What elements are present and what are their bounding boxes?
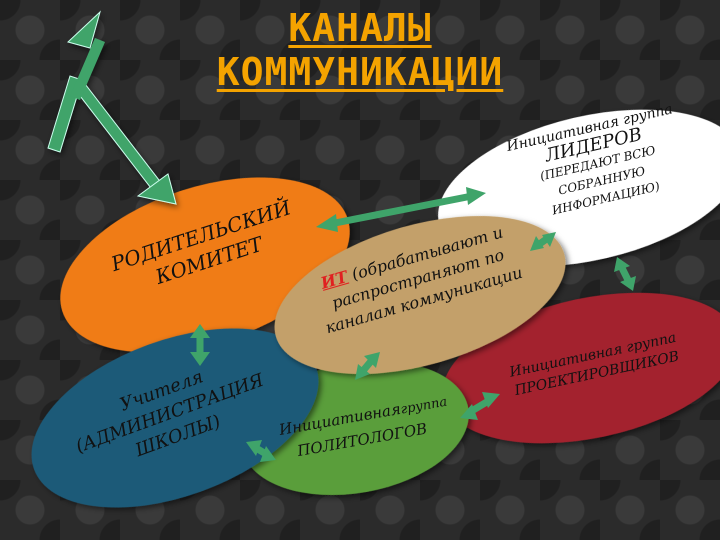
it-politologists-arrow [355,352,380,380]
teachers-politologists-arrow [246,440,276,462]
title-line-2: КОММУНИКАЦИИ [216,50,504,94]
node-it-shape [274,216,566,374]
politologists-designers-arrow [460,392,500,420]
parents-leaders-arrow [316,187,486,232]
node-designers-shape [442,292,720,444]
parents-teachers-arrow [190,324,210,366]
node-teachers-shape [31,328,319,508]
title-to-parents-arrow [47,10,177,205]
title-line-1: КАНАЛЫ [288,6,432,50]
node-parents-shape [60,177,350,353]
designers-leaders-arrow [614,257,636,291]
it-leaders-arrow [530,232,556,251]
page-title: КАНАЛЫ КОММУНИКАЦИИ [140,6,580,94]
